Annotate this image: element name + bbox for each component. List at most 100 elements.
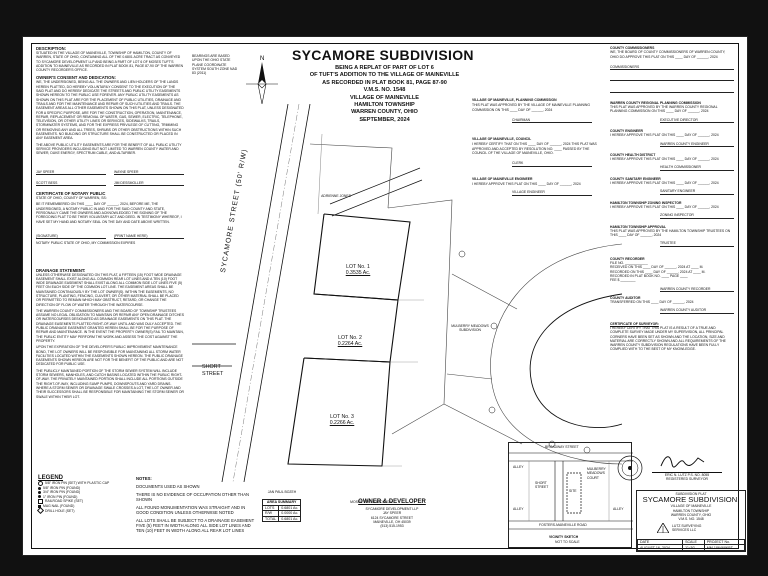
sheet-border: SYCAMORE SUBDIVISION BEING A REPLAT OF P… (31, 43, 746, 552)
recorder-heading: COUNTY RECORDER (610, 256, 645, 261)
legend-heading: LEGEND (38, 475, 64, 481)
notes-heading: NOTES: (136, 476, 152, 481)
adjoiner-label: MULBERRY MEADOWS SUBDIVISION (451, 324, 489, 333)
adjoining-parcel (309, 143, 393, 209)
health-heading: COUNTY HEALTH DISTRICT (610, 152, 656, 157)
plat-subtitle: BEING A REPLAT OF PART OF LOT 6 OF TUFT'… (309, 65, 460, 123)
signature-line: WAYNE SPEER (114, 164, 184, 175)
signature-line: JIM DESSMOLLER (114, 175, 184, 187)
legend-item: DRILL HOLE (SET) (36, 507, 122, 515)
surveyor-name: ERIC N. LUTZ P.S. NO. 8055 (652, 472, 722, 477)
drainage-text-3: UPON THE EXPIRATION OF THE DEVELOPER'S P… (36, 345, 184, 367)
drainage-text: UNLESS OTHERWISE DESIGNATED ON THIS PLAT… (36, 272, 182, 307)
village-planning-heading: VILLAGE OF MAINEVILLE, PLANNING COMMISSI… (472, 98, 557, 102)
owner-developer: OWNER & DEVELOPER SYCAMORE DEVELOPMENT L… (342, 499, 442, 528)
legend-item: 3/4" IRON PIN (FOUND) (38, 490, 122, 494)
title-block-kind: SUBDIVISION PLAT (675, 492, 707, 496)
easement-line (329, 167, 421, 205)
notes: NOTES: DOCUMENTS USED AS SHOWN THERE IS … (136, 476, 256, 533)
vicinity-heading: VICINITY SKETCH (549, 535, 579, 539)
owner-signatures: JAY SPEER WAYNE SPEER SCOTT BESS JIM DES… (36, 164, 184, 187)
notary-print-line: (PRINT NAME HERE) (114, 229, 184, 240)
surveyor-heading: CERTIFICATE OF SURVEYOR: (610, 321, 659, 326)
area-row-label: LOTS (261, 504, 280, 512)
iron-pin-set-icon (38, 481, 43, 486)
lot-2-boundary (303, 293, 399, 363)
note-item: ALL FOUND MONUMENTATION WAS STRAIGHT AND… (136, 505, 246, 515)
title-block: SUBDIVISION PLAT SYCAMORE SUBDIVISION, V… (636, 490, 746, 552)
notary-footer: NOTARY PUBLIC STATE OF OHIO, MY COMMISSI… (36, 241, 136, 246)
legend-item: 5/8" IRON PIN (FOUND) (38, 486, 122, 490)
zoning-heading: HAMILTON TOWNSHIP ZONING INSPECTOR (610, 200, 682, 205)
north-arrow-icon: N (246, 56, 278, 105)
interior-line (317, 133, 323, 215)
notary-signature-line: (SIGNATURE) (36, 229, 106, 240)
note-item: THERE IS NO EVIDENCE OF OCCUPATION OTHER… (136, 492, 250, 502)
street-row-line (221, 104, 289, 482)
sanitary-heading: COUNTY SANITARY ENGINEER (610, 176, 661, 181)
drainage-text-4: THE PUBLICLY MAINTAINED PORTION OF THE S… (36, 368, 184, 399)
notary-subheading: STATE OF OHIO, COUNTY OF WARREN, SS: (36, 196, 107, 201)
legend-item: MAG NAIL (FOUND) (38, 504, 122, 508)
drainage-heading: DRAINAGE STATEMENT: (36, 267, 86, 273)
adjoiner-label: MOSES TUFT'S ADDITION (350, 500, 392, 504)
cul-de-sac-outer (490, 243, 622, 465)
area-row-value: 0.6801 Ac. (278, 515, 302, 523)
lot-3-boundary (287, 357, 391, 467)
plat-scale: 1"=30' (682, 544, 705, 551)
lot-number-marker (458, 250, 466, 258)
adjoiner-label: JAN PAUL BOZEH (267, 490, 297, 494)
owners-consent-heading: OWNER'S CONSENT AND DEDICATION: (36, 75, 116, 81)
county-approvals: COUNTY COMMISSIONERS WE, THE BOARD OF CO… (610, 46, 734, 352)
surveyor-title: REGISTERED SURVEYOR (666, 477, 708, 481)
legend: LEGEND 5/8" IRON PIN (SET) WITH PLASTIC … (36, 475, 122, 515)
lutz-logo-icon (657, 523, 669, 534)
drill-hole-icon (36, 507, 45, 515)
railroad-spike-icon (38, 498, 43, 504)
auditor-heading: COUNTY AUDITOR (610, 295, 641, 300)
lot-number-marker (490, 322, 498, 330)
cul-de-sac (529, 293, 622, 429)
lot-number-marker (488, 406, 496, 414)
legend-item: 5/8" IRON PIN (SET) WITH PLASTIC CAP (38, 481, 122, 486)
street-row-line (243, 104, 311, 482)
commissioners-heading: COUNTY COMMISSIONERS (610, 46, 655, 50)
svg-text:N: N (260, 56, 264, 62)
village-engineer-heading: VILLAGE OF MAINEVILLE ENGINEER (472, 176, 533, 181)
signature-line: JAY SPEER (36, 164, 106, 175)
iron-pin-found-icon (38, 486, 41, 490)
owners-consent-text: WE, THE UNDERSIGNED, BEING ALL THE OWNER… (36, 80, 184, 141)
drainage-text-2: THE WARREN COUNTY COMMISSIONERS AND THE … (36, 308, 184, 343)
area-row-label: TOTAL (261, 515, 280, 523)
lot-1-boundary (313, 213, 411, 301)
plat-map (192, 104, 622, 482)
firm-name: LUTZ SURVEYING SERVICES LLC (672, 524, 702, 533)
project-number: MM-186468KBT (703, 544, 746, 551)
surveyor-signature-icon (660, 456, 705, 468)
legend-item: RAILROAD SPIKE (SET) (38, 498, 122, 504)
planning-heading: WARREN COUNTY REGIONAL PLANNING COMMISSI… (610, 100, 701, 105)
plat-sheet: SYCAMORE SUBDIVISION BEING A REPLAT OF P… (22, 36, 748, 556)
area-summary-heading: AREA SUMMARY (261, 499, 302, 506)
easement-note-text: THE ABOVE PUBLIC UTILITY EASEMENTS ARE F… (36, 142, 182, 156)
description-heading: DESCRIPTION: (36, 46, 67, 51)
vicinity-scale: NOT TO SCALE (555, 540, 580, 544)
owner-heading: OWNER & DEVELOPER (358, 499, 426, 505)
plat-date: AUGUST 16, 2024 (636, 544, 684, 551)
village-approvals: VILLAGE OF MAINEVILLE, PLANNING COMMISSI… (472, 98, 600, 196)
notary-heading: CERTIFICATE OF NOTARY PUBLIC (36, 191, 106, 197)
short-street-label: SHORT STREET (202, 364, 224, 377)
signature-line: SCOTT BESS (36, 175, 106, 187)
vicinity-sketch: BROADWAY STREET ALLEY MULBERRY MEADOWS C… (508, 442, 633, 548)
trustees-heading: HAMILTON TOWNSHIP APPROVAL (610, 224, 667, 229)
plat-title: SYCAMORE SUBDIVISION (292, 47, 474, 63)
village-council-heading: VILLAGE OF MAINEVILLE, COUNCIL (472, 137, 532, 142)
mag-nail-icon (38, 504, 41, 508)
description-text: SITUATED IN THE VILLAGE OF MAINEVILLE, T… (36, 51, 184, 73)
notary-text: BE IT REMEMBERED ON THIS ____ DAY OF ___… (36, 202, 182, 224)
left-column: DESCRIPTION: SITUATED IN THE VILLAGE OF … (36, 46, 184, 399)
